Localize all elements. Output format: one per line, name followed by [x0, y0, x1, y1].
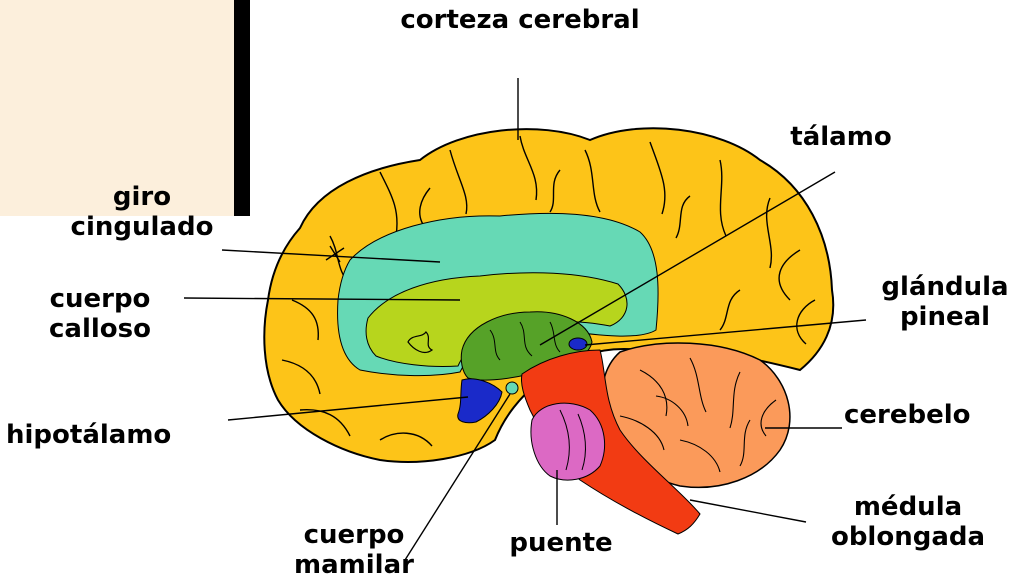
label-puente: puente: [509, 528, 613, 558]
pineal-gland: [568, 337, 588, 351]
leader-hipotalamo: [227, 396, 469, 421]
cortex-gyri: [281, 135, 816, 447]
black-bar: [234, 0, 250, 216]
mammillary-body: [505, 381, 519, 395]
label-cuerpo-calloso: cuerpo calloso: [49, 284, 151, 344]
leader-medula: [689, 499, 807, 523]
beige-panel: [0, 0, 234, 216]
label-medula-oblongada: médula oblongada: [830, 492, 986, 552]
hypothalamus: [457, 378, 503, 424]
leader-calloso: [183, 297, 461, 301]
pons-lines: [559, 409, 586, 471]
label-giro-cingulado: giro cingulado: [70, 182, 214, 242]
leader-mamilar: [404, 393, 511, 561]
pons: [530, 402, 606, 481]
leader-giro: [221, 249, 441, 263]
label-hipotalamo: hipotálamo: [6, 420, 172, 450]
label-cuerpo-mamilar: cuerpo mamilar: [294, 520, 414, 580]
leader-pineal: [584, 319, 867, 346]
callosum-squiggle: [407, 331, 434, 354]
leader-lines: [183, 78, 867, 561]
label-cerebelo: cerebelo: [844, 400, 971, 430]
leader-talamo: [539, 171, 836, 346]
label-talamo: tálamo: [790, 122, 892, 152]
label-corteza-cerebral: corteza cerebral: [400, 5, 640, 35]
thalamus-lines: [489, 321, 561, 361]
label-glandula-pineal: glándula pineal: [881, 272, 1009, 332]
cerebellum-folia: [619, 357, 777, 473]
